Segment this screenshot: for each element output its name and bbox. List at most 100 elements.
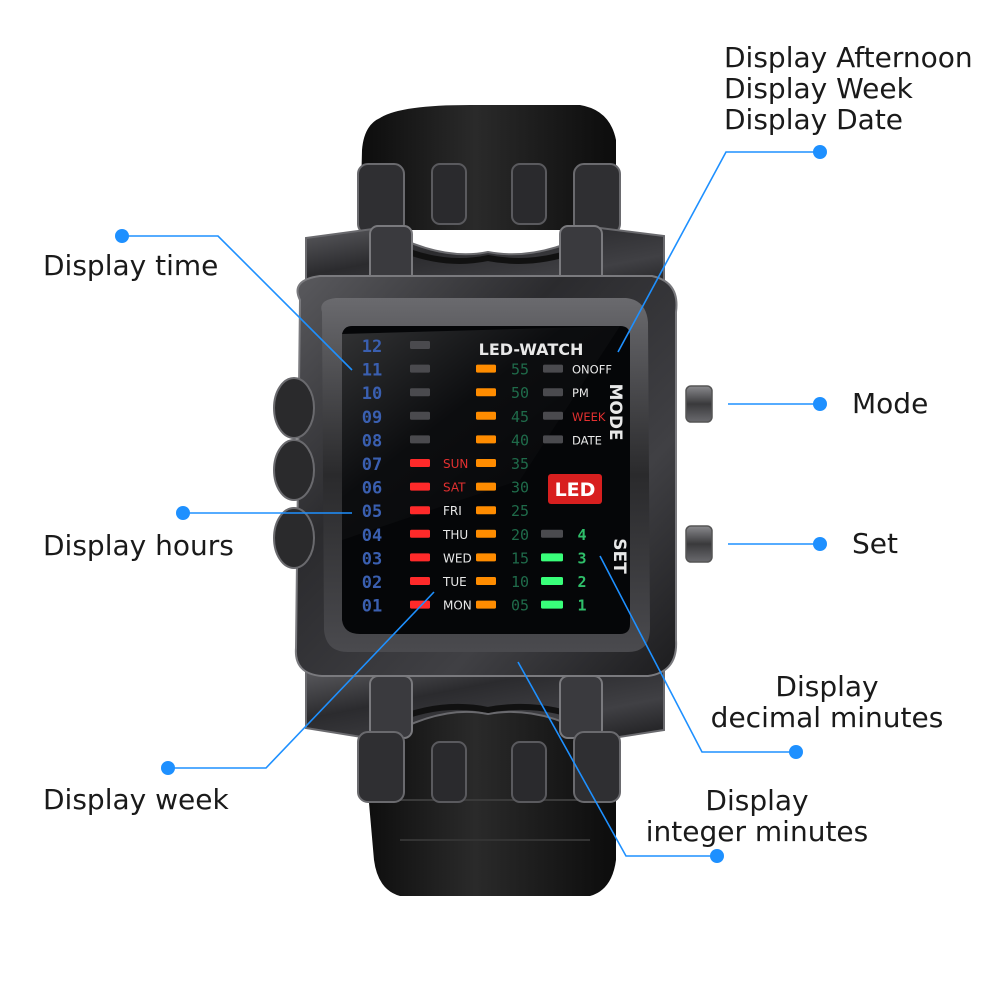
hour-led (410, 364, 430, 373)
callout-mode: Mode (852, 387, 929, 420)
hour-digit: 06 (362, 479, 382, 499)
hour-digit: 05 (362, 502, 382, 522)
callout-line: Display (775, 670, 879, 703)
callout-integer-minutes: Display integer minutes (640, 785, 874, 847)
status-led (543, 411, 563, 420)
hour-digit: 02 (362, 573, 382, 593)
callout-line: Display Date (724, 103, 904, 136)
callout-display-time: Display time (43, 249, 219, 282)
led-badge (548, 474, 602, 504)
minute-led (476, 482, 496, 491)
minute-tens-digit: 25 (511, 502, 529, 520)
status-label: PM (572, 386, 589, 400)
minute-led (476, 506, 496, 515)
callout-dots (115, 145, 827, 863)
decimal-minute-digit: 4 (577, 526, 586, 544)
weekday-label: SAT (443, 481, 466, 495)
minute-tens-digit: 45 (511, 408, 529, 426)
hours-column: 12 11 10 09 08 07 06 05 04 03 02 01 (362, 337, 382, 617)
status-led (543, 388, 563, 397)
minute-led (476, 411, 496, 420)
hour-digit: 04 (362, 526, 382, 546)
minute-tens-digit: 10 (511, 573, 529, 591)
mode-side-button[interactable] (685, 385, 713, 423)
hour-led (410, 411, 430, 420)
callout-decimal-minutes: Display decimal minutes (700, 671, 954, 733)
weekday-label: SUN (443, 457, 468, 471)
hour-digit: 07 (362, 455, 382, 475)
hour-digit: 12 (362, 337, 382, 357)
weekday-label: TUE (442, 575, 467, 589)
minute-led (476, 388, 496, 397)
callout-line: integer minutes (645, 815, 869, 848)
minute-led (476, 364, 496, 373)
brand-logo: LED-WATCH (479, 340, 584, 359)
callout-display-week: Display week (43, 783, 229, 816)
minute-led (476, 529, 496, 538)
hour-led (410, 577, 430, 585)
minute-tens-digit: 05 (511, 597, 529, 615)
minute-tens-digit: 55 (511, 361, 529, 379)
hour-led (410, 459, 430, 467)
mode-label: MODE (605, 383, 625, 440)
callout-display-hours: Display hours (43, 529, 234, 562)
minute-tens-digit: 30 (511, 479, 529, 497)
watch-strap (360, 105, 616, 896)
decimal-minute-led (541, 553, 563, 562)
callout-line: Display (705, 784, 809, 817)
weekday-label: MON (443, 599, 472, 613)
minute-led (476, 435, 496, 444)
status-led (543, 435, 563, 444)
hour-digit: 11 (362, 361, 382, 381)
set-label: SET (609, 538, 629, 574)
weekday-label: WED (443, 551, 472, 565)
set-side-button[interactable] (685, 525, 713, 563)
decimal-minute-digit: 3 (577, 549, 586, 567)
weekday-label: THU (442, 528, 468, 542)
minute-tens-digit: 35 (511, 455, 529, 473)
minute-led (476, 459, 496, 467)
callout-set: Set (852, 527, 898, 560)
decimal-minutes-column: 4 3 2 1 (541, 526, 587, 615)
decimal-minute-led (541, 529, 563, 538)
minute-tens-digit: 40 (511, 431, 529, 449)
led-badge-label: LED (555, 479, 596, 501)
minute-led (476, 553, 496, 562)
minute-led (476, 600, 496, 609)
status-label: ONOFF (572, 363, 612, 377)
hour-led (410, 553, 430, 562)
decimal-minute-digit: 1 (577, 597, 586, 615)
decimal-minute-digit: 2 (577, 573, 586, 591)
hour-led (410, 388, 430, 397)
hour-led-column (410, 341, 430, 609)
status-led (543, 364, 563, 373)
status-column: ONOFF PM WEEK DATE (543, 363, 612, 447)
hour-digit: 08 (362, 431, 382, 451)
minute-tens-digit: 20 (511, 526, 529, 544)
callout-line: decimal minutes (710, 701, 944, 734)
hour-led (410, 506, 430, 515)
hour-led (410, 600, 430, 609)
minute-tens-digit: 50 (511, 384, 529, 402)
hour-led (410, 341, 430, 349)
callout-line: Display Week (724, 72, 913, 105)
hour-led (410, 435, 430, 444)
minute-led (476, 577, 496, 585)
callout-display-afternoon-week-date: Display Afternoon Display Week Display D… (724, 42, 973, 135)
minute-tens-digit: 15 (511, 549, 529, 567)
status-label: WEEK (572, 410, 606, 424)
integer-minutes-column: 55 50 45 40 35 30 25 20 15 10 05 (476, 361, 529, 615)
status-label: DATE (572, 433, 602, 447)
hour-digit: 10 (362, 384, 382, 404)
hour-digit: 03 (362, 549, 382, 569)
callout-leader-lines (122, 151, 820, 857)
hour-digit: 09 (362, 408, 382, 428)
decimal-minute-led (541, 577, 563, 585)
decimal-minute-led (541, 600, 563, 609)
hour-led (410, 529, 430, 538)
hour-digit: 01 (362, 597, 382, 617)
